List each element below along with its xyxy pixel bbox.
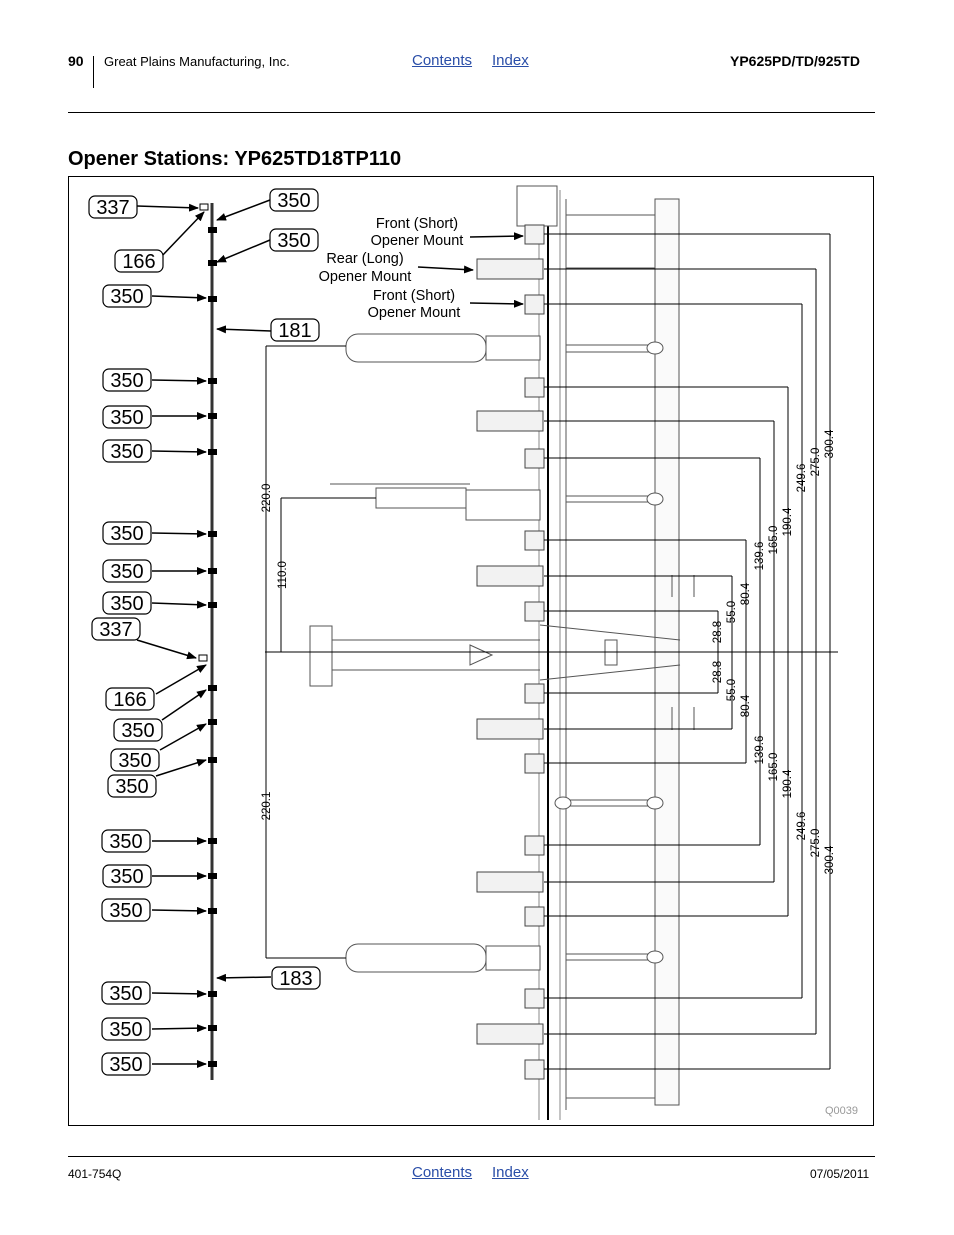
callout-166: 166	[122, 251, 155, 273]
callout-350: 350	[110, 407, 143, 429]
callout-350: 350	[109, 983, 142, 1005]
dim-275-0-lower: 275.0	[810, 829, 822, 858]
dim-80-4-upper: 80.4	[740, 582, 752, 605]
callout-350: 350	[118, 750, 151, 772]
section-title: Opener Stations: YP625TD18TP110	[68, 148, 402, 170]
footer-rule	[68, 1156, 875, 1157]
header-divider	[93, 56, 94, 88]
dim-249-6-lower: 249.6	[796, 812, 808, 841]
callout-350: 350	[109, 1019, 142, 1041]
dim-300-4-lower: 300.4	[824, 845, 836, 874]
dim-28-8-lower: 28.8	[712, 661, 724, 683]
opener-mounts	[476, 224, 545, 1080]
model-number: YP625PD/TD/925TD	[730, 53, 860, 69]
dim-165-0-lower: 165.0	[768, 753, 780, 782]
callout-350: 350	[110, 286, 143, 308]
dim-220-1: 220.1	[261, 792, 273, 821]
rear-long-label: Rear (Long)	[326, 251, 403, 267]
dim-190-4-upper: 190.4	[782, 507, 794, 536]
callout-350: 350	[110, 523, 143, 545]
page-number: 90	[68, 53, 84, 69]
dim-300-4-upper: 300.4	[824, 429, 836, 458]
opener-mount-label: Opener Mount	[371, 233, 464, 249]
dim-55-0-upper: 55.0	[726, 601, 738, 623]
callout-350: 350	[110, 441, 143, 463]
callout-181: 181	[278, 320, 311, 342]
callout-350: 350	[110, 561, 143, 583]
doc-number: 401-754Q	[68, 1167, 122, 1181]
footer-date: 07/05/2011	[810, 1167, 870, 1181]
toolbar-bar	[198, 203, 217, 1080]
callout-boxes	[88, 188, 321, 1076]
callout-350: 350	[109, 1054, 142, 1076]
callout-350: 350	[110, 370, 143, 392]
callout-arrows	[136, 199, 524, 1068]
callout-337: 337	[96, 197, 129, 219]
footer-contents-link[interactable]: Contents	[412, 1164, 473, 1181]
callout-350: 350	[277, 230, 310, 252]
callout-350: 350	[277, 190, 310, 212]
callout-183: 183	[279, 968, 312, 990]
dim-139-6-lower: 139.6	[754, 736, 766, 765]
callout-350: 350	[110, 593, 143, 615]
front-short-label: Front (Short)	[373, 288, 455, 304]
right-dimensions	[544, 233, 831, 1070]
callout-166: 166	[113, 689, 146, 711]
callout-350: 350	[110, 866, 143, 888]
left-dimensions	[265, 345, 376, 959]
callout-350: 350	[109, 900, 142, 922]
dim-55-0-lower: 55.0	[726, 679, 738, 701]
opener-mount-label: Opener Mount	[319, 269, 412, 285]
dim-80-4-lower: 80.4	[740, 694, 752, 717]
header-contents-link[interactable]: Contents	[412, 52, 473, 69]
dim-110-0: 110.0	[277, 561, 289, 589]
diagram-frame	[68, 176, 874, 1126]
callout-350: 350	[121, 720, 154, 742]
dim-190-4-lower: 190.4	[782, 769, 794, 798]
callout-350: 350	[109, 831, 142, 853]
footer-index-link[interactable]: Index	[492, 1164, 529, 1181]
dim-249-6-upper: 249.6	[796, 464, 808, 493]
dim-220-0: 220.0	[261, 484, 273, 513]
header-index-link[interactable]: Index	[492, 52, 529, 69]
front-short-label: Front (Short)	[376, 216, 458, 232]
dim-139-6-upper: 139.6	[754, 542, 766, 571]
header-rule	[68, 112, 875, 113]
callout-337: 337	[99, 619, 132, 641]
marker-assemblies	[309, 185, 558, 973]
company-name: Great Plains Manufacturing, Inc.	[104, 54, 290, 69]
callout-350: 350	[115, 776, 148, 798]
dim-28-8-upper: 28.8	[712, 621, 724, 643]
dim-275-0-upper: 275.0	[810, 448, 822, 477]
opener-mount-label: Opener Mount	[368, 305, 461, 321]
dim-165-0-upper: 165.0	[768, 526, 780, 555]
planter-frame	[538, 190, 698, 1120]
figure-id: Q0039	[825, 1105, 858, 1117]
